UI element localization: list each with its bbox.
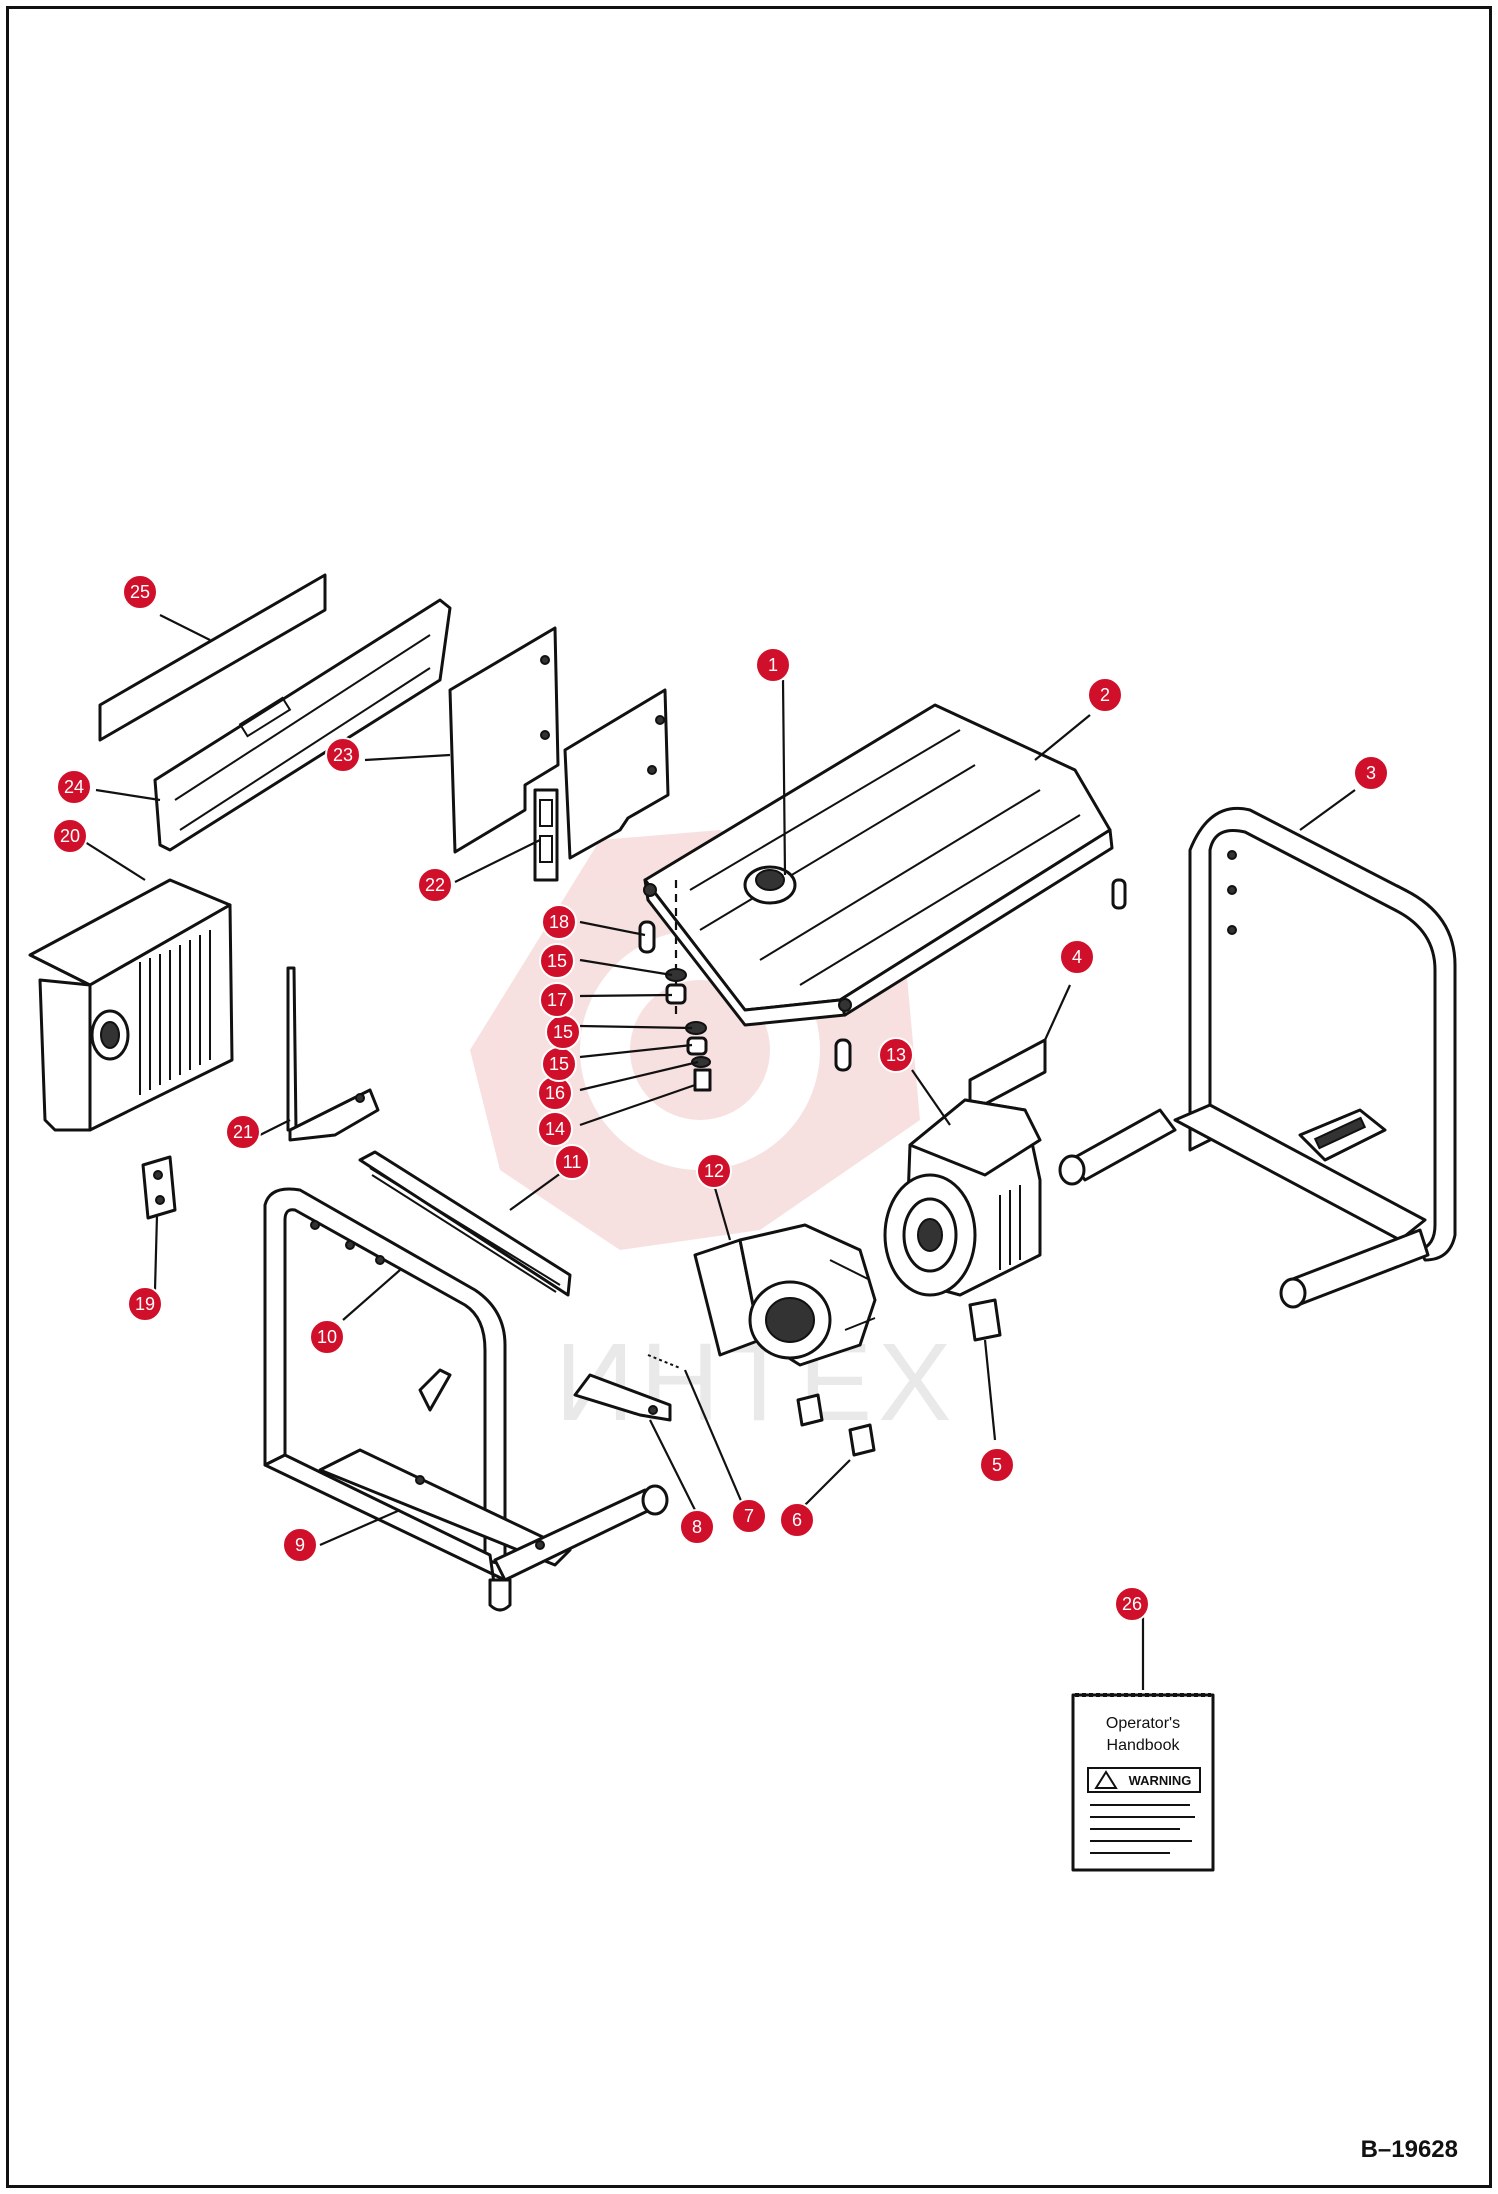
svg-text:19: 19: [135, 1294, 155, 1314]
callout-9[interactable]: 9: [282, 1527, 318, 1563]
svg-text:18: 18: [549, 912, 569, 932]
handbook-title-line1: Operator's: [1106, 1715, 1180, 1732]
part-control-panel: [28, 878, 234, 1132]
handbook-title-line2: Handbook: [1107, 1737, 1181, 1754]
svg-text:11: 11: [563, 1152, 582, 1172]
part-panel-plate: [533, 688, 670, 882]
svg-text:10: 10: [317, 1327, 337, 1347]
callout-4[interactable]: 4: [1059, 939, 1095, 975]
svg-text:15: 15: [553, 1022, 573, 1042]
leader-lines: [84, 614, 1356, 1690]
svg-text:17: 17: [547, 990, 567, 1010]
callout-15-b[interactable]: 15: [545, 1014, 581, 1050]
svg-text:8: 8: [692, 1517, 702, 1537]
part-frame-left: [263, 1187, 669, 1612]
svg-text:14: 14: [545, 1119, 565, 1139]
callout-25[interactable]: 25: [122, 574, 158, 610]
callouts: 1 2 3 4 5 6 7 8 9 10 11 12 13 14 16 15 1…: [52, 574, 1389, 1622]
callout-5[interactable]: 5: [979, 1447, 1015, 1483]
svg-text:25: 25: [130, 582, 150, 602]
callout-15-c[interactable]: 16: [537, 1075, 573, 1111]
svg-text:16: 16: [545, 1083, 565, 1103]
part-mount-engine: [796, 1393, 876, 1457]
svg-text:24: 24: [64, 777, 84, 797]
svg-text:22: 22: [425, 875, 445, 895]
callout-6[interactable]: 6: [779, 1502, 815, 1538]
callout-18[interactable]: 18: [541, 904, 577, 940]
callout-15-a[interactable]: 15: [539, 943, 575, 979]
callout-13[interactable]: 13: [878, 1037, 914, 1073]
svg-text:3: 3: [1366, 763, 1376, 783]
callout-26[interactable]: 26: [1114, 1586, 1150, 1622]
svg-text:2: 2: [1100, 685, 1110, 705]
callout-24[interactable]: 24: [56, 769, 92, 805]
svg-text:15: 15: [547, 951, 567, 971]
svg-text:12: 12: [704, 1161, 724, 1181]
callout-2[interactable]: 2: [1087, 677, 1123, 713]
warning-icon: [1094, 1770, 1118, 1789]
svg-text:23: 23: [333, 745, 353, 765]
svg-text:26: 26: [1122, 1594, 1142, 1614]
part-cover-rail: [153, 598, 452, 852]
callout-11[interactable]: 11: [554, 1144, 590, 1180]
callout-12[interactable]: 12: [696, 1153, 732, 1189]
part-alternator: [883, 1098, 1042, 1297]
callout-20[interactable]: 20: [52, 818, 88, 854]
part-fasteners: [638, 878, 1127, 1092]
part-fuel-tank: [643, 703, 1114, 1027]
callout-16[interactable]: 15: [541, 1046, 577, 1082]
svg-text:9: 9: [295, 1535, 305, 1555]
handbook-warning: WARNING: [1129, 1773, 1192, 1788]
part-bracket: [573, 1373, 672, 1422]
callout-7[interactable]: 7: [731, 1498, 767, 1534]
drawing-number: B–19628: [1360, 2136, 1458, 2163]
svg-text:20: 20: [60, 826, 80, 846]
part-cover: [448, 626, 560, 854]
part-frame-right: [1058, 806, 1457, 1309]
svg-text:4: 4: [1072, 947, 1082, 967]
part-panel-bracket: [286, 966, 380, 1142]
operators-handbook: Operator's Handbook WARNING: [1071, 1693, 1215, 1872]
callout-23[interactable]: 23: [325, 737, 361, 773]
part-mount-alternator: [968, 1298, 1002, 1342]
part-clip: [141, 1155, 177, 1220]
callout-3[interactable]: 3: [1353, 755, 1389, 791]
callout-19[interactable]: 19: [127, 1286, 163, 1322]
callout-17[interactable]: 17: [539, 982, 575, 1018]
svg-text:21: 21: [233, 1122, 253, 1142]
callout-22[interactable]: 22: [417, 867, 453, 903]
svg-text:1: 1: [768, 655, 778, 675]
callout-21[interactable]: 21: [225, 1114, 261, 1150]
callout-8[interactable]: 8: [679, 1509, 715, 1545]
svg-text:7: 7: [744, 1506, 754, 1526]
part-engine: [693, 1223, 877, 1367]
part-crossbar: [358, 1150, 572, 1297]
svg-text:6: 6: [792, 1510, 802, 1530]
callout-1[interactable]: 1: [755, 647, 791, 683]
callout-10[interactable]: 10: [309, 1319, 345, 1355]
svg-text:15: 15: [549, 1054, 569, 1074]
svg-text:5: 5: [992, 1455, 1002, 1475]
svg-text:13: 13: [886, 1045, 906, 1065]
callout-14[interactable]: 14: [537, 1111, 573, 1147]
part-cover-strip: [98, 573, 327, 742]
